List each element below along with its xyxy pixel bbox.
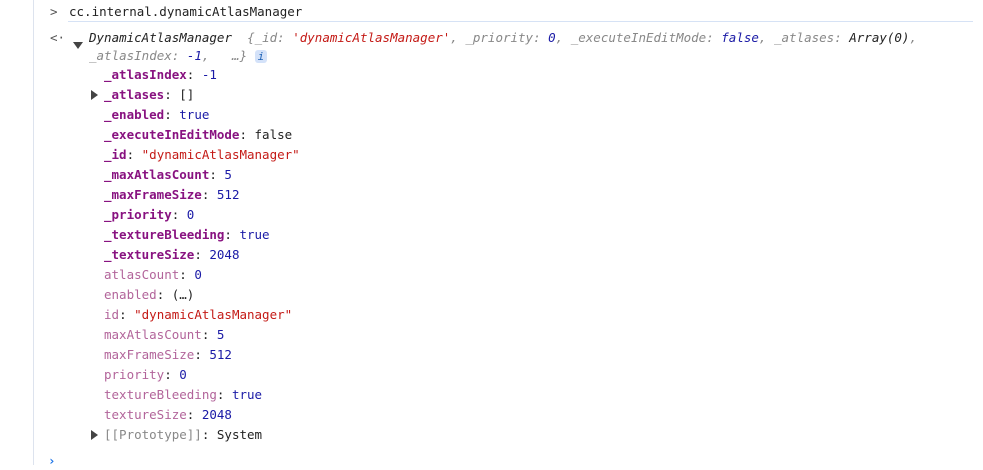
property-value: true (239, 227, 270, 242)
property-key: textureSize (104, 407, 187, 422)
property-key: textureBleeding (104, 387, 217, 402)
property-key: _priority (104, 207, 172, 222)
property-key: id (104, 307, 120, 322)
preview-value: false (721, 30, 759, 45)
preview-key: _executeInEditMode (570, 30, 707, 45)
preview-key: _atlasIndex (89, 48, 172, 63)
preview-value: 0 (548, 30, 556, 45)
property-key: _executeInEditMode (104, 127, 240, 142)
property-key: _id (104, 147, 127, 162)
prototype-value: System (216, 427, 263, 442)
property-value: "dynamicAtlasManager" (134, 307, 293, 322)
preview-key: _id (254, 30, 278, 45)
preview-key: _priority (465, 30, 534, 45)
property-row[interactable]: id: "dynamicAtlasManager" (104, 307, 293, 322)
property-value: true (179, 107, 210, 122)
expand-triangle-icon[interactable] (91, 90, 98, 100)
property-value: 2048 (201, 407, 232, 422)
property-key: priority (104, 367, 165, 382)
property-row[interactable]: _atlasIndex: -1 (104, 67, 217, 82)
property-row[interactable]: enabled: (…) (104, 287, 195, 302)
prototype-row[interactable]: [[Prototype]]: System (104, 427, 263, 442)
result-arrow-icon: <· (50, 30, 66, 45)
property-row[interactable]: _textureSize: 2048 (104, 247, 240, 262)
preview-key: _atlases (773, 30, 835, 45)
property-value: 0 (179, 367, 187, 382)
preview-value: Array(0) (849, 30, 910, 45)
property-value: 2048 (209, 247, 240, 262)
property-key: enabled (104, 287, 157, 302)
property-value: 512 (209, 347, 232, 362)
property-row[interactable]: maxFrameSize: 512 (104, 347, 232, 362)
input-chevron-icon: > (50, 4, 58, 19)
collapse-triangle-icon[interactable] (73, 42, 83, 49)
console-gutter-border (33, 0, 34, 465)
property-value: 512 (216, 187, 240, 202)
property-row[interactable]: _maxAtlasCount: 5 (104, 167, 232, 182)
property-value: 5 (224, 167, 232, 182)
property-row[interactable]: _executeInEditMode: false (104, 127, 293, 142)
property-row[interactable]: textureBleeding: true (104, 387, 263, 402)
property-value: -1 (201, 67, 217, 82)
property-value: [] (179, 87, 195, 102)
property-row[interactable]: atlasCount: 0 (104, 267, 202, 282)
entry-divider (68, 21, 973, 22)
console-input-command[interactable]: cc.internal.dynamicAtlasManager (69, 4, 303, 19)
property-key: _textureSize (104, 247, 195, 262)
property-row[interactable]: _textureBleeding: true (104, 227, 270, 242)
property-row[interactable]: _maxFrameSize: 512 (104, 187, 240, 202)
property-row[interactable]: priority: 0 (104, 367, 187, 382)
property-key: maxAtlasCount (104, 327, 202, 342)
property-row[interactable]: _id: "dynamicAtlasManager" (104, 147, 300, 162)
property-row[interactable]: textureSize: 2048 (104, 407, 232, 422)
property-key: _maxAtlasCount (104, 167, 210, 182)
property-key: _enabled (104, 107, 165, 122)
property-value: 5 (216, 327, 225, 342)
property-row[interactable]: _enabled: true (104, 107, 210, 122)
property-key: _textureBleeding (104, 227, 225, 242)
property-key: _atlases (104, 87, 165, 102)
property-value: false (254, 127, 293, 142)
property-value: 0 (186, 207, 195, 222)
preview-value: -1 (186, 48, 202, 63)
property-row[interactable]: _priority: 0 (104, 207, 195, 222)
info-icon[interactable]: i (254, 50, 268, 63)
property-key: _maxFrameSize (104, 187, 202, 202)
property-key: maxFrameSize (104, 347, 195, 362)
prototype-key: [[Prototype]] (104, 427, 202, 442)
property-key: _atlasIndex (104, 67, 187, 82)
expand-triangle-icon[interactable] (91, 430, 98, 440)
property-value: 0 (194, 267, 202, 282)
prompt-chevron-icon[interactable]: › (48, 453, 56, 468)
object-preview[interactable]: DynamicAtlasManager {_id: 'dynamicAtlasM… (89, 30, 925, 63)
property-row[interactable]: maxAtlasCount: 5 (104, 327, 225, 342)
property-value: true (231, 387, 263, 402)
property-value: (…) (171, 287, 195, 302)
preview-value: 'dynamicAtlasManager' (292, 30, 451, 45)
class-name: DynamicAtlasManager (89, 30, 232, 45)
property-key: atlasCount (104, 267, 180, 282)
property-value: "dynamicAtlasManager" (141, 147, 300, 162)
preview-ellipsis: …} (232, 48, 248, 63)
property-row[interactable]: _atlases: [] (104, 87, 195, 102)
